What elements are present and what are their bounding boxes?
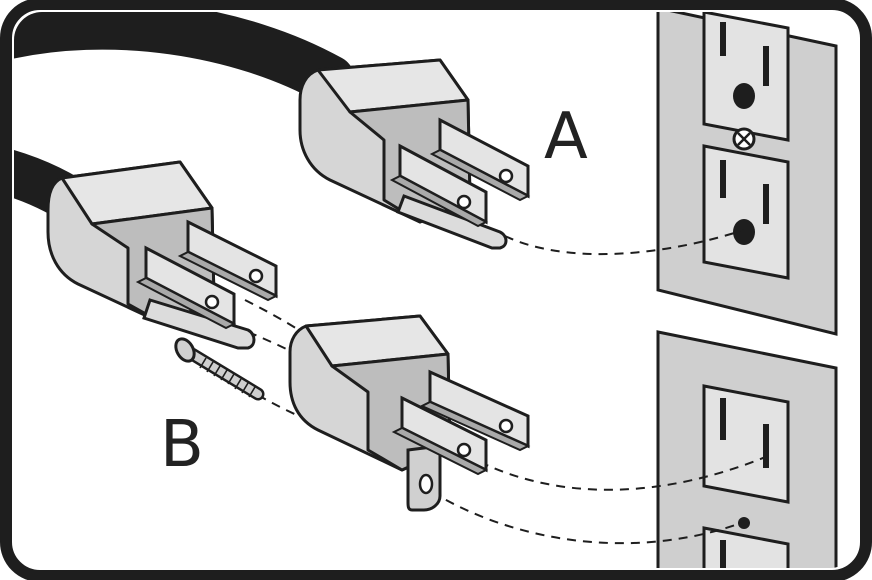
plate-screw-icon	[732, 127, 756, 151]
receptacle-upper	[702, 12, 790, 142]
receptacle-bottom-upper	[702, 384, 790, 504]
label-b: B	[160, 408, 204, 482]
cord-a	[14, 12, 355, 105]
outlet-bottom	[656, 330, 838, 568]
screw-icon	[174, 337, 265, 401]
receptacle-lower	[702, 144, 790, 280]
outlet-top	[656, 12, 838, 336]
grounding-adapter-icon	[288, 314, 531, 512]
label-a: A	[544, 100, 588, 174]
three-prong-plug-icon	[298, 58, 531, 250]
receptacle-bottom-lower	[702, 526, 790, 568]
two-prong-plug-icon	[46, 160, 279, 350]
